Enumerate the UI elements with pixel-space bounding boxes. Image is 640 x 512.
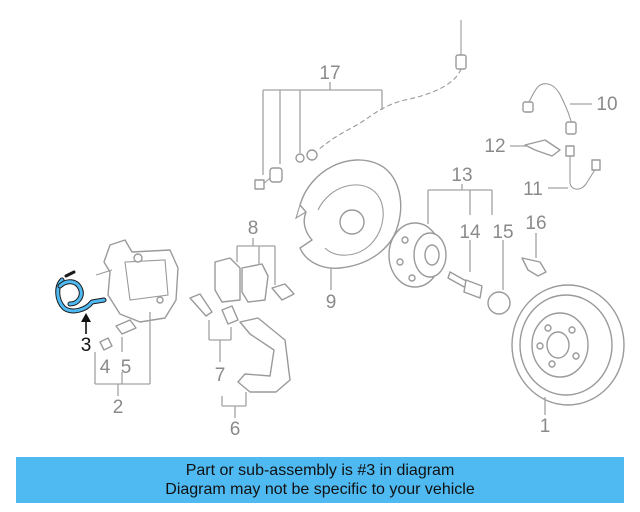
callout-10[interactable]: 10 (596, 94, 617, 115)
dust-shield (295, 159, 402, 269)
callout-14[interactable]: 14 (459, 222, 481, 243)
callout-6-leaders (221, 392, 247, 418)
callout-8-leaders (236, 238, 276, 285)
banner-line-1: Part or sub-assembly is #3 in diagram (185, 462, 455, 479)
callout-2-leaders (94, 312, 151, 396)
bleeder-screw (115, 319, 137, 335)
callout-7[interactable]: 7 (215, 365, 226, 386)
callout-17[interactable]: 17 (319, 63, 340, 84)
callout-5[interactable]: 5 (121, 357, 132, 378)
brake-pads (214, 257, 295, 303)
callout-15[interactable]: 15 (492, 222, 513, 243)
callout-4[interactable]: 4 (100, 357, 111, 378)
callout-8[interactable]: 8 (248, 218, 259, 239)
abs-sensor-wire (254, 20, 467, 190)
parts-diagram: 1 2 3 4 5 6 7 8 9 10 11 12 13 14 15 16 1… (55, 20, 625, 440)
callout-2[interactable]: 2 (113, 397, 124, 418)
callout-11[interactable]: 11 (523, 179, 543, 200)
dust-cap (99, 337, 113, 351)
callout-13[interactable]: 13 (451, 165, 472, 186)
brake-caliper (95, 239, 179, 323)
spring-clip-highlighted[interactable] (55, 270, 107, 314)
caliper-bracket (237, 317, 291, 393)
callout-16[interactable]: 16 (525, 213, 546, 234)
banner-line-2: Diagram may not be specific to your vehi… (165, 481, 475, 498)
callout-3[interactable]: 3 (81, 335, 92, 356)
callout-7-leaders (208, 320, 232, 362)
brake-hose (522, 83, 577, 135)
brake-rotor (511, 284, 625, 406)
hose-bracket (524, 139, 561, 157)
callout-17-leaders (262, 82, 383, 175)
guide-bolts (189, 293, 239, 325)
callout-13-leaders (427, 184, 493, 224)
callout-3-arrow (81, 313, 91, 334)
brake-line (565, 145, 601, 190)
callout-1[interactable]: 1 (540, 416, 551, 437)
info-banner: Part or sub-assembly is #3 in diagram Di… (16, 457, 624, 503)
callout-12[interactable]: 12 (484, 136, 505, 157)
sensor-clip (521, 257, 547, 277)
grease-cap (487, 291, 511, 315)
wheel-hub (388, 222, 447, 288)
hub-bolt (447, 271, 483, 299)
callout-9[interactable]: 9 (326, 292, 337, 313)
callout-6[interactable]: 6 (230, 419, 241, 440)
